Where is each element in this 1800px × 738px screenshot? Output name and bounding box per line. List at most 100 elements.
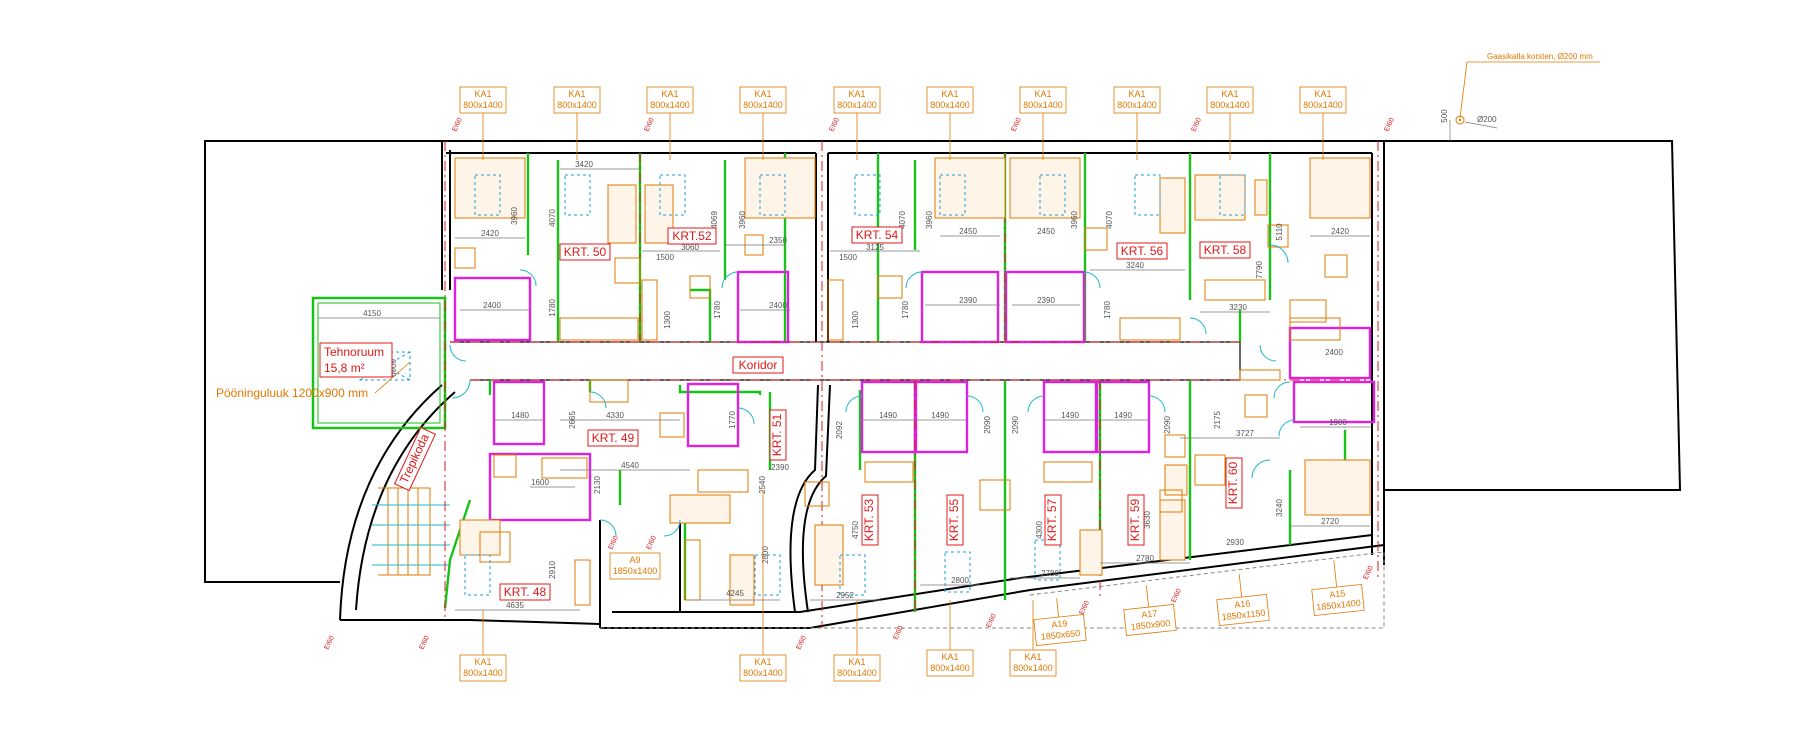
dim-1300-a: 1300	[663, 311, 672, 329]
dim-2780-a: 2780	[1041, 569, 1059, 578]
apartment-label-50: KRT. 50	[564, 245, 607, 259]
apartment-labels: KRT. 50 KRT.52 KRT. 54 KRT. 56 KRT. 58 K…	[216, 226, 1251, 601]
dim-1900: 1900	[1329, 418, 1347, 427]
chimney-note: Gaasikatla korsten, Ø200 mm Ø200 500	[1440, 52, 1600, 141]
apartment-label-58: KRT. 58	[1204, 243, 1247, 257]
fire-rating-label: EI60	[643, 117, 655, 133]
tech-room-label: Tehnoruum	[324, 345, 384, 359]
window-code: KA1	[474, 89, 491, 99]
dim-3420: 3420	[575, 160, 593, 169]
dimension-labels: 4150 6000 3420 2420 3960 4070 2400 1780 …	[363, 160, 1349, 610]
dim-3060: 3060	[681, 243, 699, 252]
window-code: KA1	[1221, 89, 1238, 99]
tech-room-area: 15,8 m²	[324, 361, 365, 375]
window-size: 800x1400	[1210, 100, 1250, 110]
chimney-offset: 500	[1440, 109, 1449, 123]
fire-rating-label: EI60	[892, 625, 904, 641]
fire-rating-label: EI60	[1383, 117, 1395, 133]
fire-rating-label: EI60	[451, 117, 463, 133]
dim-3960-b: 3960	[738, 211, 747, 229]
dim-4300-b: 4300	[1035, 521, 1044, 539]
dim-1780-b: 1780	[713, 301, 722, 319]
window-code: KA1	[848, 89, 865, 99]
chimney-diameter: Ø200	[1477, 115, 1497, 124]
window-code: KA1	[1314, 89, 1331, 99]
fire-rating-label: EI60	[795, 635, 807, 651]
window-size: 1850x1400	[613, 566, 658, 576]
window-code: A9	[629, 555, 640, 565]
fire-rating-label: EI60	[1078, 600, 1090, 616]
dim-2090-c: 2090	[1163, 416, 1172, 434]
fire-rating-label: EI60	[323, 635, 335, 651]
dim-1490-b: 1490	[931, 411, 949, 420]
dim-4070-b: 4070	[898, 211, 907, 229]
dim-2090-b: 2090	[1011, 416, 1020, 434]
window-code: A19	[1051, 618, 1068, 630]
window-code: A15	[1329, 588, 1346, 600]
window-code: KA1	[661, 89, 678, 99]
dimension-lines	[455, 168, 1372, 611]
window-code: KA1	[1034, 89, 1051, 99]
window-code: KA1	[754, 89, 771, 99]
window-code: A17	[1141, 608, 1158, 620]
dim-2390-a: 2390	[959, 296, 977, 305]
fire-rating-label: EI60	[1010, 117, 1022, 133]
apartment-label-55: KRT. 55	[947, 498, 961, 541]
window-size: 1850x1150	[1221, 608, 1266, 623]
dim-5110: 5110	[1275, 223, 1284, 241]
dim-2175: 2175	[1213, 411, 1222, 429]
window-size: 800x1400	[743, 668, 783, 678]
dim-3960-c: 3960	[925, 211, 934, 229]
fire-rating-label: EI60	[418, 635, 430, 651]
apartment-label-48: KRT. 48	[504, 585, 547, 599]
window-code: KA1	[1128, 89, 1145, 99]
window-size: 1850x900	[1130, 618, 1170, 632]
window-size: 800x1400	[1303, 100, 1343, 110]
apartment-label-51: KRT. 51	[770, 413, 784, 456]
fire-rating-label: EI60	[607, 535, 619, 551]
dim-2400-b: 2400	[769, 301, 787, 310]
window-code: KA1	[1024, 652, 1041, 662]
dim-3230: 3230	[1229, 303, 1247, 312]
dim-1780-c: 1780	[901, 301, 910, 319]
dim-7790: 7790	[1255, 261, 1264, 279]
window-size: 800x1400	[650, 100, 690, 110]
dim-1600: 1600	[531, 478, 549, 487]
dim-6000: 6000	[389, 359, 398, 377]
dim-1490-d: 1490	[1114, 411, 1132, 420]
apartment-label-52: KRT.52	[672, 229, 711, 243]
dim-4150: 4150	[363, 309, 381, 318]
dim-2910: 2910	[548, 561, 557, 579]
door-swings	[449, 244, 1296, 537]
dim-3960-d: 3960	[1070, 211, 1079, 229]
dim-2090-a: 2090	[983, 416, 992, 434]
window-size: 800x1400	[1013, 663, 1053, 673]
stair-flights	[372, 487, 450, 576]
window-size: 1850x650	[1040, 628, 1080, 642]
dim-3240-b: 3240	[1275, 499, 1284, 517]
dim-2930: 2930	[1226, 538, 1244, 547]
dim-2092: 2092	[835, 421, 844, 439]
dim-2420-b: 2420	[1331, 227, 1349, 236]
dim-3630: 3630	[1143, 511, 1152, 529]
apartment-label-59: KRT. 59	[1128, 498, 1142, 541]
dim-1490-c: 1490	[1061, 411, 1079, 420]
dim-4245: 4245	[726, 589, 744, 598]
window-code: KA1	[754, 657, 771, 667]
dim-1780-a: 1780	[548, 299, 557, 317]
window-code: KA1	[848, 657, 865, 667]
